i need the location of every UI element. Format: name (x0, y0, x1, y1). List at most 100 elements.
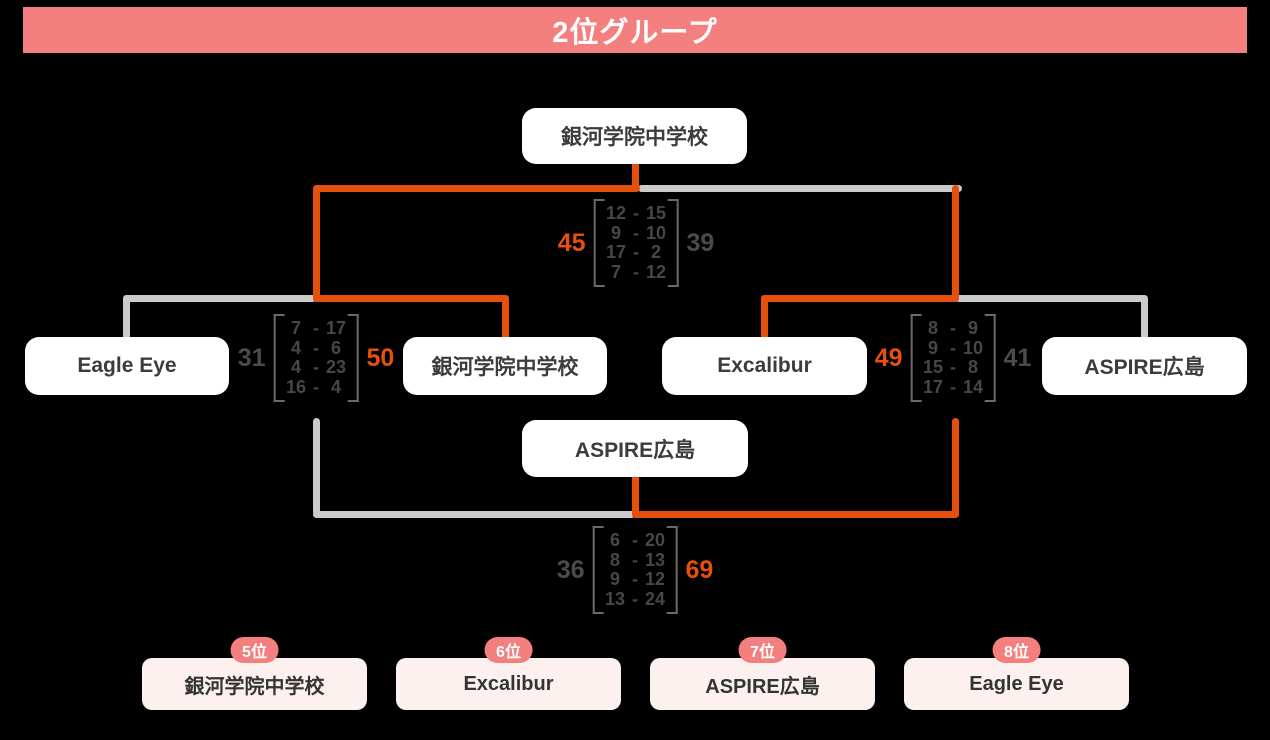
score-block-semifinal-right: 49 8-9 9-10 15-8 17-14 41 (875, 314, 1031, 402)
set-score-a: 17 (922, 376, 944, 397)
team-name: ASPIRE広島 (1084, 356, 1205, 379)
connector-right-semifinal-winner-riser (952, 185, 959, 302)
set-dash: - (313, 357, 319, 377)
set-score-b: 10 (645, 222, 667, 243)
team-box-ginga-gakuin: 銀河学院中学校 (403, 337, 607, 395)
set-scores: 6-20 8-13 9-12 13-24 (592, 526, 678, 614)
set-scores: 8-9 9-10 15-8 17-14 (910, 314, 996, 402)
set-score-b: 12 (644, 569, 666, 589)
set-score-b: 2 (650, 242, 661, 262)
connector-aspire-dropper (1141, 295, 1148, 340)
set-score-a: 9 (609, 569, 620, 589)
set-score-a: 6 (609, 530, 620, 550)
group-title-bar: 2位グループ (23, 7, 1247, 53)
score-total-right: 39 (686, 228, 715, 257)
set-dash: - (632, 588, 638, 609)
set-score-b: 8 (967, 357, 978, 377)
set-score-b: 24 (644, 588, 666, 609)
set-dash: - (950, 357, 956, 377)
set-score-a: 7 (610, 261, 621, 282)
place56-winner-box: 銀河学院中学校 (522, 108, 747, 164)
set-score-a: 9 (610, 222, 621, 243)
rank-badge: 8位 (992, 637, 1041, 663)
set-row: 7-12 (603, 261, 670, 283)
connector-place56-loser-horizontal (638, 185, 962, 192)
set-dash: - (313, 376, 319, 397)
set-score-b: 20 (644, 530, 666, 550)
set-dash: - (950, 318, 956, 338)
team-name: Eagle Eye (77, 354, 177, 377)
set-dash: - (632, 569, 638, 589)
set-row: 8-9 (920, 318, 987, 339)
set-score-a: 4 (290, 337, 301, 358)
connector-semifinal-right-loser-horizontal (955, 295, 1146, 302)
set-score-a: 16 (285, 376, 307, 397)
group-title: 2位グループ (552, 17, 718, 49)
set-score-b: 4 (330, 376, 341, 397)
rank-team-name: Eagle Eye (969, 672, 1064, 695)
team-box-excalibur: Excalibur (662, 337, 867, 395)
connector-place78-winner-riser (632, 472, 639, 518)
set-dash: - (950, 337, 956, 358)
connector-place78-loser-horizontal (313, 511, 635, 518)
set-row: 9-10 (603, 222, 670, 244)
set-score-b: 13 (644, 549, 666, 570)
team-box-aspire-hiroshima: ASPIRE広島 (1042, 337, 1247, 395)
rank-team-name: Excalibur (463, 672, 554, 695)
set-row: 4-6 (283, 337, 350, 359)
set-row: 17-2 (603, 242, 670, 263)
set-score-b: 15 (645, 203, 667, 223)
set-dash: - (633, 261, 639, 282)
score-block-place78: 36 6-20 8-13 9-12 13-24 69 (556, 526, 714, 614)
set-row: 4-23 (283, 357, 350, 378)
team-box-eagle-eye: Eagle Eye (25, 337, 229, 395)
set-dash: - (632, 530, 638, 550)
set-dash: - (313, 337, 319, 358)
set-dash: - (633, 242, 639, 262)
set-score-b: 14 (962, 376, 984, 397)
set-row: 9-10 (920, 337, 987, 359)
score-total-left: 45 (557, 228, 586, 257)
set-row: 13-24 (602, 588, 669, 610)
set-score-b: 6 (330, 337, 341, 358)
set-score-a: 7 (290, 318, 301, 338)
set-score-b: 9 (967, 318, 978, 338)
set-score-b: 23 (325, 357, 347, 377)
set-row: 12-15 (603, 203, 670, 224)
team-name: 銀河学院中学校 (431, 356, 579, 379)
connector-place78-left-descender (313, 418, 320, 515)
rank-badge: 7位 (738, 637, 787, 663)
connector-left-semifinal-winner-riser (313, 185, 320, 302)
set-row: 8-13 (602, 549, 669, 571)
ranking-card-7th: 7位 ASPIRE広島 (650, 637, 875, 710)
set-dash: - (632, 549, 638, 570)
score-block-place56: 45 12-15 9-10 17-2 7-12 39 (557, 199, 715, 287)
team-name: Excalibur (717, 354, 812, 377)
connector-ginga-dropper (502, 295, 509, 340)
connector-place78-right-descender (952, 418, 959, 518)
score-total-right: 69 (685, 555, 714, 584)
ranking-card-6th: 6位 Excalibur (396, 637, 621, 710)
score-total-right: 50 (366, 343, 395, 372)
rank-badge: 5位 (230, 637, 279, 663)
place78-winner-box: ASPIRE広島 (522, 420, 748, 477)
set-row: 16-4 (283, 376, 350, 398)
set-scores: 12-15 9-10 17-2 7-12 (593, 199, 679, 287)
set-score-b: 10 (962, 337, 984, 358)
score-total-left: 36 (556, 555, 585, 584)
connector-semifinal-right-winner-horizontal (761, 295, 959, 302)
rank-team-name: 銀河学院中学校 (184, 675, 325, 698)
set-row: 7-17 (283, 318, 350, 339)
set-row: 6-20 (602, 530, 669, 551)
set-row: 17-14 (920, 376, 987, 398)
team-name: 銀河学院中学校 (561, 126, 708, 149)
connector-place78-winner-horizontal (633, 511, 958, 518)
set-score-a: 12 (605, 203, 627, 223)
set-dash: - (950, 376, 956, 397)
set-score-b: 12 (645, 261, 667, 282)
set-scores: 7-17 4-6 4-23 16-4 (273, 314, 359, 402)
set-row: 9-12 (602, 569, 669, 590)
set-score-a: 13 (604, 588, 626, 609)
connector-semifinal-left-winner-horizontal (313, 295, 509, 302)
